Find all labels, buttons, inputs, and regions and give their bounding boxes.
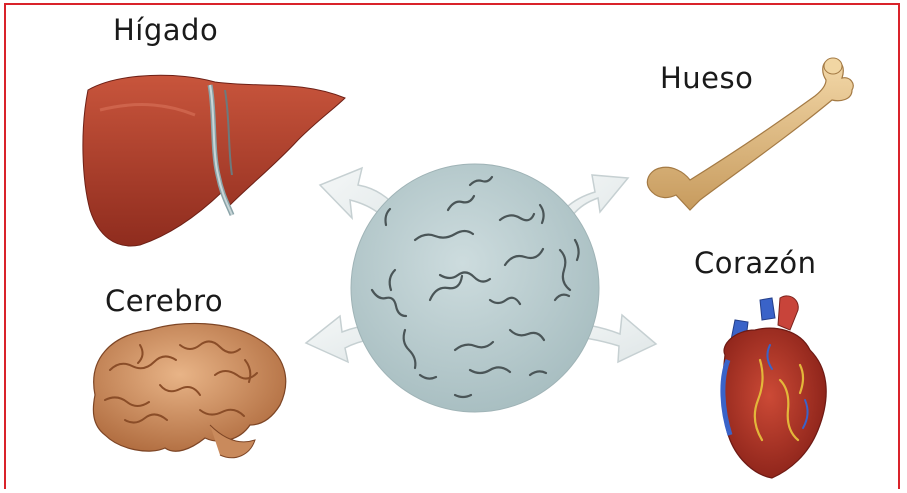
brain-label: Cerebro: [105, 284, 223, 318]
bone-label: Hueso: [660, 61, 753, 95]
brain-illustration: [93, 323, 285, 457]
liver-illustration: [83, 75, 345, 246]
heart-illustration: [723, 296, 827, 478]
bacteria-sphere: [351, 164, 599, 412]
heart-label: Corazón: [694, 246, 817, 280]
liver-label: Hígado: [113, 13, 218, 47]
